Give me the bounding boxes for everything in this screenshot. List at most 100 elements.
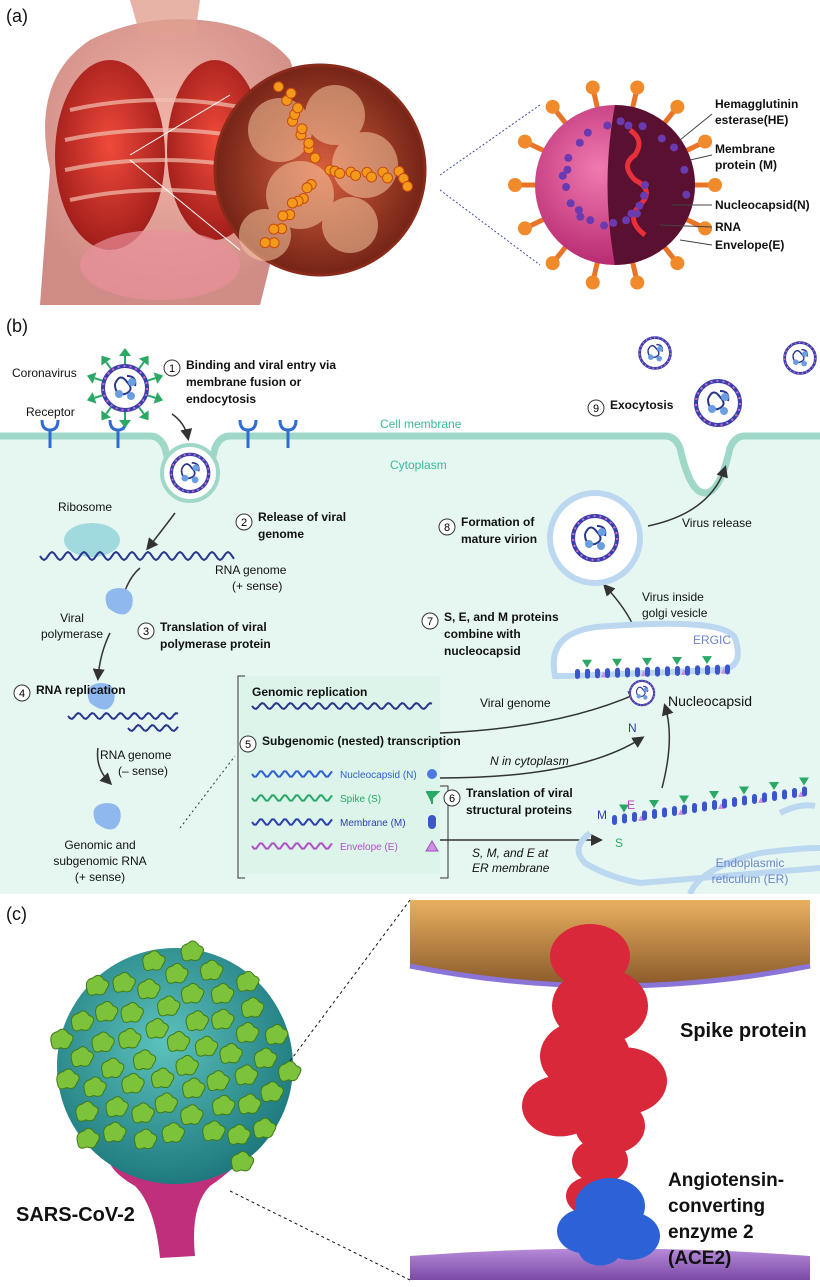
nucleocapsid-shape <box>628 679 656 707</box>
receptors <box>40 419 298 448</box>
transcript-icon-3 <box>428 815 436 829</box>
ace2-shape <box>557 1178 660 1266</box>
zoom-dotted-bottom <box>439 189 541 266</box>
n-in-cytoplasm-label: N in cytoplasm <box>490 754 569 768</box>
step-6-line1: Translation of viral <box>466 786 573 800</box>
panel-c-illustration <box>50 899 811 1281</box>
callout-n: Nucleocapsid(N) <box>715 198 810 212</box>
step-5-circle <box>239 735 257 753</box>
zoom-dotted-bottom-c <box>229 1190 411 1281</box>
viral-genome-label: Viral genome <box>480 696 551 710</box>
step-4-line1: RNA replication <box>36 683 126 697</box>
left-bracket <box>237 675 245 879</box>
receptor-label: Receptor <box>26 405 75 419</box>
rna-minus-line1: RNA genome <box>100 748 172 762</box>
virus-golgi-line2: golgi vesicle <box>642 606 708 620</box>
polymerase-2 <box>87 683 115 710</box>
replication-strands <box>67 711 179 733</box>
panel-a-illustration: Hemagglutinin esterase(HE) Membrane prot… <box>40 0 810 306</box>
zoom-line-top <box>129 94 231 156</box>
virus-golgi-line1: Virus inside <box>642 590 704 604</box>
ace2-label: Angiotensin- converting enzyme 2 (ACE2) <box>668 1168 820 1272</box>
step-7-line1: S, E, and M proteins <box>444 610 559 624</box>
virion-membrane-proteins <box>558 117 691 230</box>
step-1-line2: membrane fusion or <box>186 375 302 389</box>
transcript-label-3: Membrane (M) <box>340 818 406 829</box>
sars-cov-2-label: SARS-CoV-2 <box>16 1204 135 1226</box>
step-4-number: 4 <box>19 688 25 700</box>
ribs <box>64 98 263 202</box>
rna-minus-line2: (– sense) <box>118 764 169 778</box>
coronavirus-label: Coronavirus <box>12 366 77 380</box>
ergic-proteins <box>575 656 730 679</box>
polymerase-1 <box>105 588 133 615</box>
viral-polymerase-line1: Viral <box>60 611 84 625</box>
step-8-line2: mature virion <box>461 532 538 546</box>
er-membrane-lower <box>687 845 820 896</box>
er-membrane-line1: S, M, and E at <box>472 846 549 860</box>
genomic-subgenomic-line1: Genomic and <box>64 838 136 852</box>
genomic-replication-wave <box>251 701 433 711</box>
rna-plus-strand <box>39 550 235 562</box>
er-line1: Endoplasmic <box>715 856 785 870</box>
step-3-number: 3 <box>143 626 149 638</box>
virion-callout-lines <box>659 113 713 246</box>
sars-spikes <box>50 940 302 1172</box>
step-7-line3: nucleocapsid <box>444 644 521 658</box>
step-8-line1: Formation of <box>461 515 535 529</box>
er-membrane-upper <box>575 830 820 887</box>
rna-plus-line2: (+ sense) <box>232 579 283 593</box>
callout-e: Envelope(E) <box>715 238 784 252</box>
step-3-line2: polymerase protein <box>160 637 271 651</box>
left-lung <box>55 60 165 250</box>
virion-spikes <box>508 80 722 290</box>
spike-protein-label: Spike protein <box>680 1020 807 1042</box>
step-5-number: 5 <box>245 739 251 751</box>
cytoplasm-label: Cytoplasm <box>390 458 447 472</box>
panel-b-diagram: Nucleocapsid (N)Spike (S)Membrane (M)Env… <box>0 336 820 896</box>
zoom-dotted-top-c <box>289 899 411 1062</box>
step-7-number: 7 <box>427 616 433 628</box>
callout-m-line1: Membrane <box>715 142 775 156</box>
er-letter-e: E <box>627 798 636 812</box>
viral-polymerase-line2: polymerase <box>40 627 104 641</box>
transcript-icon-2 <box>426 791 441 804</box>
step-4-circle <box>13 684 31 702</box>
transcript-label-1: Nucleocapsid (N) <box>340 770 417 781</box>
right-bracket <box>440 785 449 879</box>
ace2-line1: Angiotensin- <box>668 1170 785 1191</box>
step-8-circle <box>438 518 456 536</box>
nucleocapsid-label: Nucleocapsid <box>668 693 753 709</box>
transcript-label-2: Spike (S) <box>340 794 381 805</box>
ergic-label: ERGIC <box>693 633 732 647</box>
step-9-line1: Exocytosis <box>610 398 674 412</box>
step-9-number: 9 <box>593 403 599 415</box>
virion-cutaway <box>607 105 695 265</box>
virus-release-label: Virus release <box>682 516 752 530</box>
callout-he-line1: Hemagglutinin <box>715 97 798 111</box>
er-proteins <box>612 777 809 825</box>
step-2-line1: Release of viral <box>258 510 347 524</box>
step-8-number: 8 <box>444 522 450 534</box>
host-membrane <box>410 1248 810 1280</box>
step-3-circle <box>137 622 155 640</box>
step-1-line1: Binding and viral entry via <box>186 358 337 372</box>
ribosome-label: Ribosome <box>58 500 113 514</box>
transcript-wave-1 <box>251 770 333 778</box>
alveoli-virus-particles <box>259 81 413 249</box>
step-6-number: 6 <box>449 793 455 805</box>
step-5-line1: Subgenomic (nested) transcription <box>262 734 461 748</box>
er-fold <box>778 802 816 816</box>
er-membrane-line2: ER membrane <box>472 861 550 875</box>
polymerase-3 <box>93 803 121 830</box>
step-7-line2: combine with <box>444 627 521 641</box>
genomic-replication-label: Genomic replication <box>252 685 368 699</box>
step-7-circle <box>421 612 439 630</box>
step-6-circle <box>443 789 461 807</box>
exocytosis-virus <box>694 379 742 427</box>
panel-b: Nucleocapsid (N)Spike (S)Membrane (M)Env… <box>0 308 820 896</box>
rna-plus-line1: RNA genome <box>215 563 287 577</box>
coronavirus-particle <box>84 347 166 429</box>
ergic-compartment <box>550 620 741 679</box>
